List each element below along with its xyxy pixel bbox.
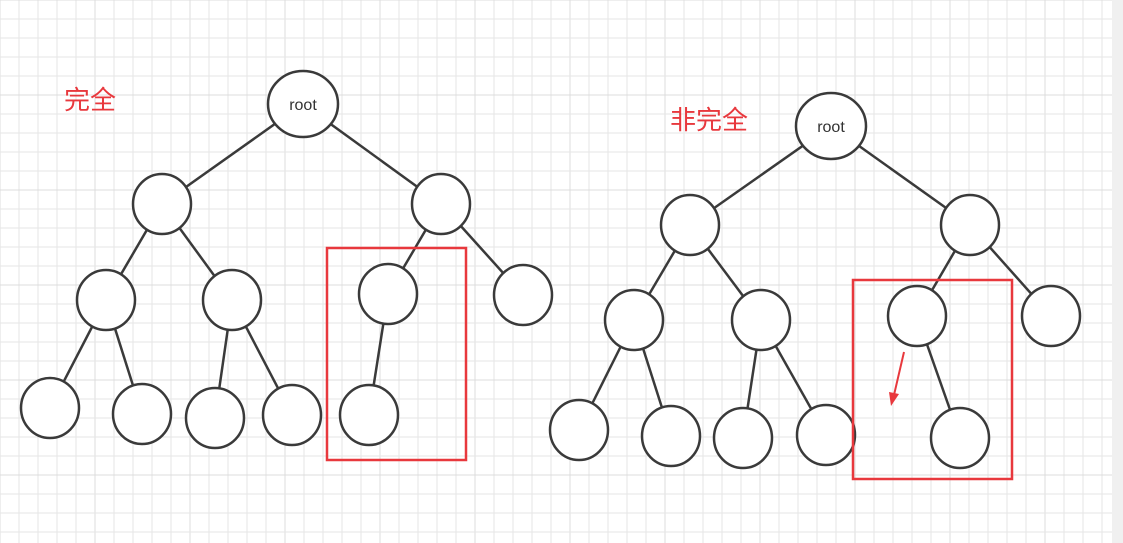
incomplete-tree-node [640, 404, 702, 468]
incomplete-tree-node [712, 406, 774, 470]
incomplete-tree-node [1020, 284, 1082, 348]
complete-tree-node [75, 268, 137, 332]
incomplete-tree-node [939, 193, 1001, 257]
incomplete-tree-node [886, 284, 948, 348]
incomplete-tree-root-label: root [817, 119, 845, 136]
complete-tree-node [492, 263, 554, 327]
incomplete-tree-root-node [794, 91, 868, 161]
incomplete-tree-node [548, 398, 610, 462]
highlight-box [325, 246, 468, 462]
complete-tree-node [131, 172, 193, 236]
complete-tree-label: 完全 [64, 86, 117, 116]
missing-child-arrow [893, 351, 905, 396]
complete-tree-root-node [266, 69, 340, 139]
complete-tree-node [19, 376, 81, 440]
highlight-box [851, 278, 1014, 481]
incomplete-tree-node [929, 406, 991, 470]
incomplete-tree-node [795, 403, 857, 467]
incomplete-tree-node [730, 288, 792, 352]
incomplete-tree-node [603, 288, 665, 352]
incomplete-tree-node [659, 193, 721, 257]
complete-tree-node [357, 262, 419, 326]
complete-tree-node [184, 386, 246, 450]
complete-tree-node [410, 172, 472, 236]
complete-tree-node [201, 268, 263, 332]
scrollbar[interactable] [1112, 0, 1123, 543]
arrow-head-icon [889, 392, 899, 406]
complete-tree-node [111, 382, 173, 446]
complete-tree-node [338, 383, 400, 447]
complete-tree-node [261, 383, 323, 447]
complete-tree-root-label: root [289, 97, 317, 114]
incomplete-tree-label: 非完全 [670, 106, 749, 136]
